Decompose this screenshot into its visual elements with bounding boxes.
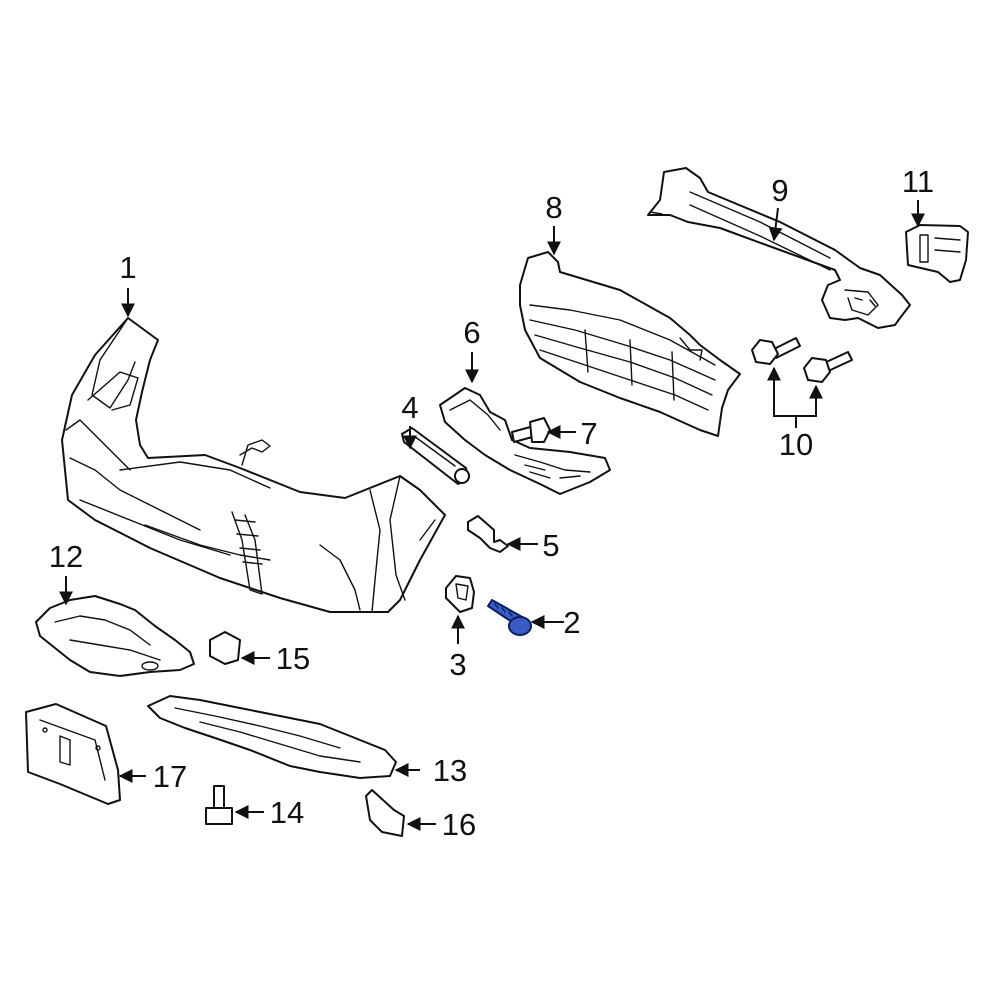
part-15-clip[interactable] [209, 631, 241, 665]
callout-7: 7 [580, 416, 597, 451]
part-9-reinforcement[interactable] [647, 167, 911, 329]
callout-14: 14 [270, 795, 304, 830]
callout-10: 10 [779, 427, 813, 462]
callout-8: 8 [545, 190, 562, 225]
part-16-bracket[interactable] [365, 789, 405, 837]
callout-15: 15 [276, 641, 310, 676]
part-1-bumper-cover[interactable] [61, 317, 446, 613]
part-13-lower-shield[interactable] [147, 695, 397, 779]
callout-9: 9 [771, 173, 788, 208]
callout-16: 16 [442, 807, 476, 842]
part-3-bracket[interactable] [445, 575, 475, 613]
part-5-clip[interactable] [467, 515, 509, 553]
part-14-bolt[interactable] [205, 785, 233, 825]
callout-4: 4 [401, 390, 418, 425]
part-7-bolt[interactable] [511, 417, 551, 443]
callout-2: 2 [563, 605, 580, 640]
callout-12: 12 [49, 539, 83, 574]
callout-6: 6 [463, 315, 480, 350]
callout-17: 17 [153, 759, 187, 794]
callout-11: 11 [902, 164, 934, 199]
callout-5: 5 [542, 528, 559, 563]
part-8-absorber[interactable] [519, 251, 741, 437]
callout-1: 1 [119, 250, 136, 285]
part-2-bolt[interactable] [487, 599, 532, 636]
part-10-bolts[interactable] [751, 337, 853, 383]
part-4-retainer[interactable] [401, 427, 470, 485]
part-12-splash-shield[interactable] [35, 595, 195, 677]
callout-13: 13 [433, 753, 467, 788]
callout-3: 3 [449, 647, 466, 682]
part-11-bracket[interactable] [905, 224, 969, 283]
part-17-plate-bracket[interactable] [25, 703, 121, 805]
leader-lines [59, 200, 925, 831]
callout-labels: 1 2 3 4 5 6 7 8 9 10 11 12 13 14 15 16 1… [49, 164, 934, 842]
part-6-deflector[interactable] [439, 387, 611, 495]
